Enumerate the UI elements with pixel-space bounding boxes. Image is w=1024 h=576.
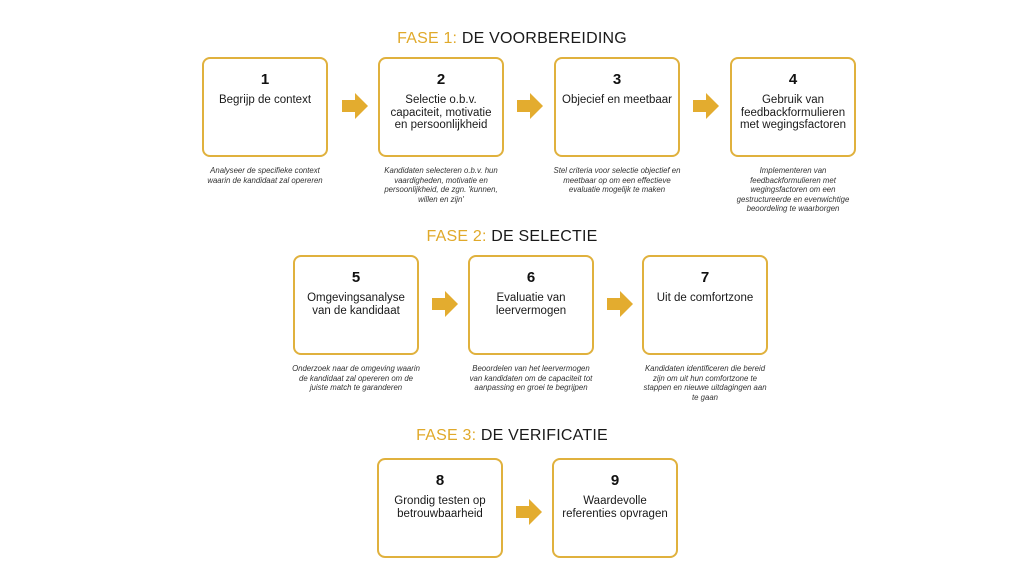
arrow-right-icon	[516, 92, 544, 120]
arrow-right-icon	[692, 92, 720, 120]
step-card-4: 4 Gebruik van feedbackformulieren met we…	[730, 57, 856, 157]
step-number: 9	[610, 472, 620, 489]
step-description-7: Kandidaten identificeren die bereid zijn…	[643, 364, 767, 402]
step-card-5: 5 Omgevingsanalyse van de kandidaat	[293, 255, 419, 355]
step-card-3: 3 Objecief en meetbaar	[554, 57, 680, 157]
step-description-3: Stel criteria voor selectie objectief en…	[553, 166, 681, 195]
phase-2-name: DE SELECTIE	[491, 228, 598, 245]
step-description-4: Implementeren van feedbackformulieren me…	[736, 166, 850, 214]
step-number: 8	[435, 472, 445, 489]
step-card-2: 2 Selectie o.b.v. capaciteit, motivatie …	[378, 57, 504, 157]
arrow-right-icon	[515, 498, 543, 526]
phase-2-accent: FASE 2:	[426, 228, 487, 245]
step-description-6: Beoordelen van het leervermogen van kand…	[469, 364, 593, 393]
step-description-2: Kandidaten selecteren o.b.v. hun vaardig…	[384, 166, 498, 204]
step-label: Uit de comfortzone	[656, 292, 754, 304]
step-label: Evaluatie van leervermogen	[495, 292, 567, 317]
arrow-right-icon	[431, 290, 459, 318]
step-label: Begrijp de context	[218, 94, 312, 106]
step-label: Objecief en meetbaar	[562, 94, 672, 106]
step-description-5: Onderzoek naar de omgeving waarin de kan…	[292, 364, 420, 393]
step-label: Grondig testen op betrouwbaarheid	[394, 495, 486, 520]
step-number: 3	[612, 71, 622, 88]
phase-3-title: FASE 3: DE VERIFICATIE	[0, 427, 1024, 445]
phase-1-title: FASE 1: DE VOORBEREIDING	[0, 30, 1024, 48]
step-number: 1	[260, 71, 270, 88]
step-card-1: 1 Begrijp de context	[202, 57, 328, 157]
step-label: Waardevolle referenties opvragen	[562, 495, 668, 520]
arrow-right-icon	[606, 290, 634, 318]
phase-1-accent: FASE 1:	[397, 30, 458, 47]
step-description-1: Analyseer de specifieke context waarin d…	[207, 166, 323, 185]
step-number: 4	[788, 71, 798, 88]
arrow-right-icon	[341, 92, 369, 120]
phase-2-title: FASE 2: DE SELECTIE	[0, 228, 1024, 246]
step-label: Gebruik van feedbackformulieren met wegi…	[739, 94, 847, 131]
step-card-6: 6 Evaluatie van leervermogen	[468, 255, 594, 355]
step-card-8: 8 Grondig testen op betrouwbaarheid	[377, 458, 503, 558]
step-number: 6	[526, 269, 536, 286]
step-card-7: 7 Uit de comfortzone	[642, 255, 768, 355]
step-label: Omgevingsanalyse van de kandidaat	[307, 292, 405, 317]
phase-1-name: DE VOORBEREIDING	[461, 30, 627, 47]
phase-3-name: DE VERIFICATIE	[480, 427, 608, 444]
phase-3-accent: FASE 3:	[416, 427, 477, 444]
step-card-9: 9 Waardevolle referenties opvragen	[552, 458, 678, 558]
step-number: 5	[351, 269, 361, 286]
step-number: 7	[700, 269, 710, 286]
step-label: Selectie o.b.v. capaciteit, motivatie en…	[390, 94, 492, 131]
step-number: 2	[436, 71, 446, 88]
